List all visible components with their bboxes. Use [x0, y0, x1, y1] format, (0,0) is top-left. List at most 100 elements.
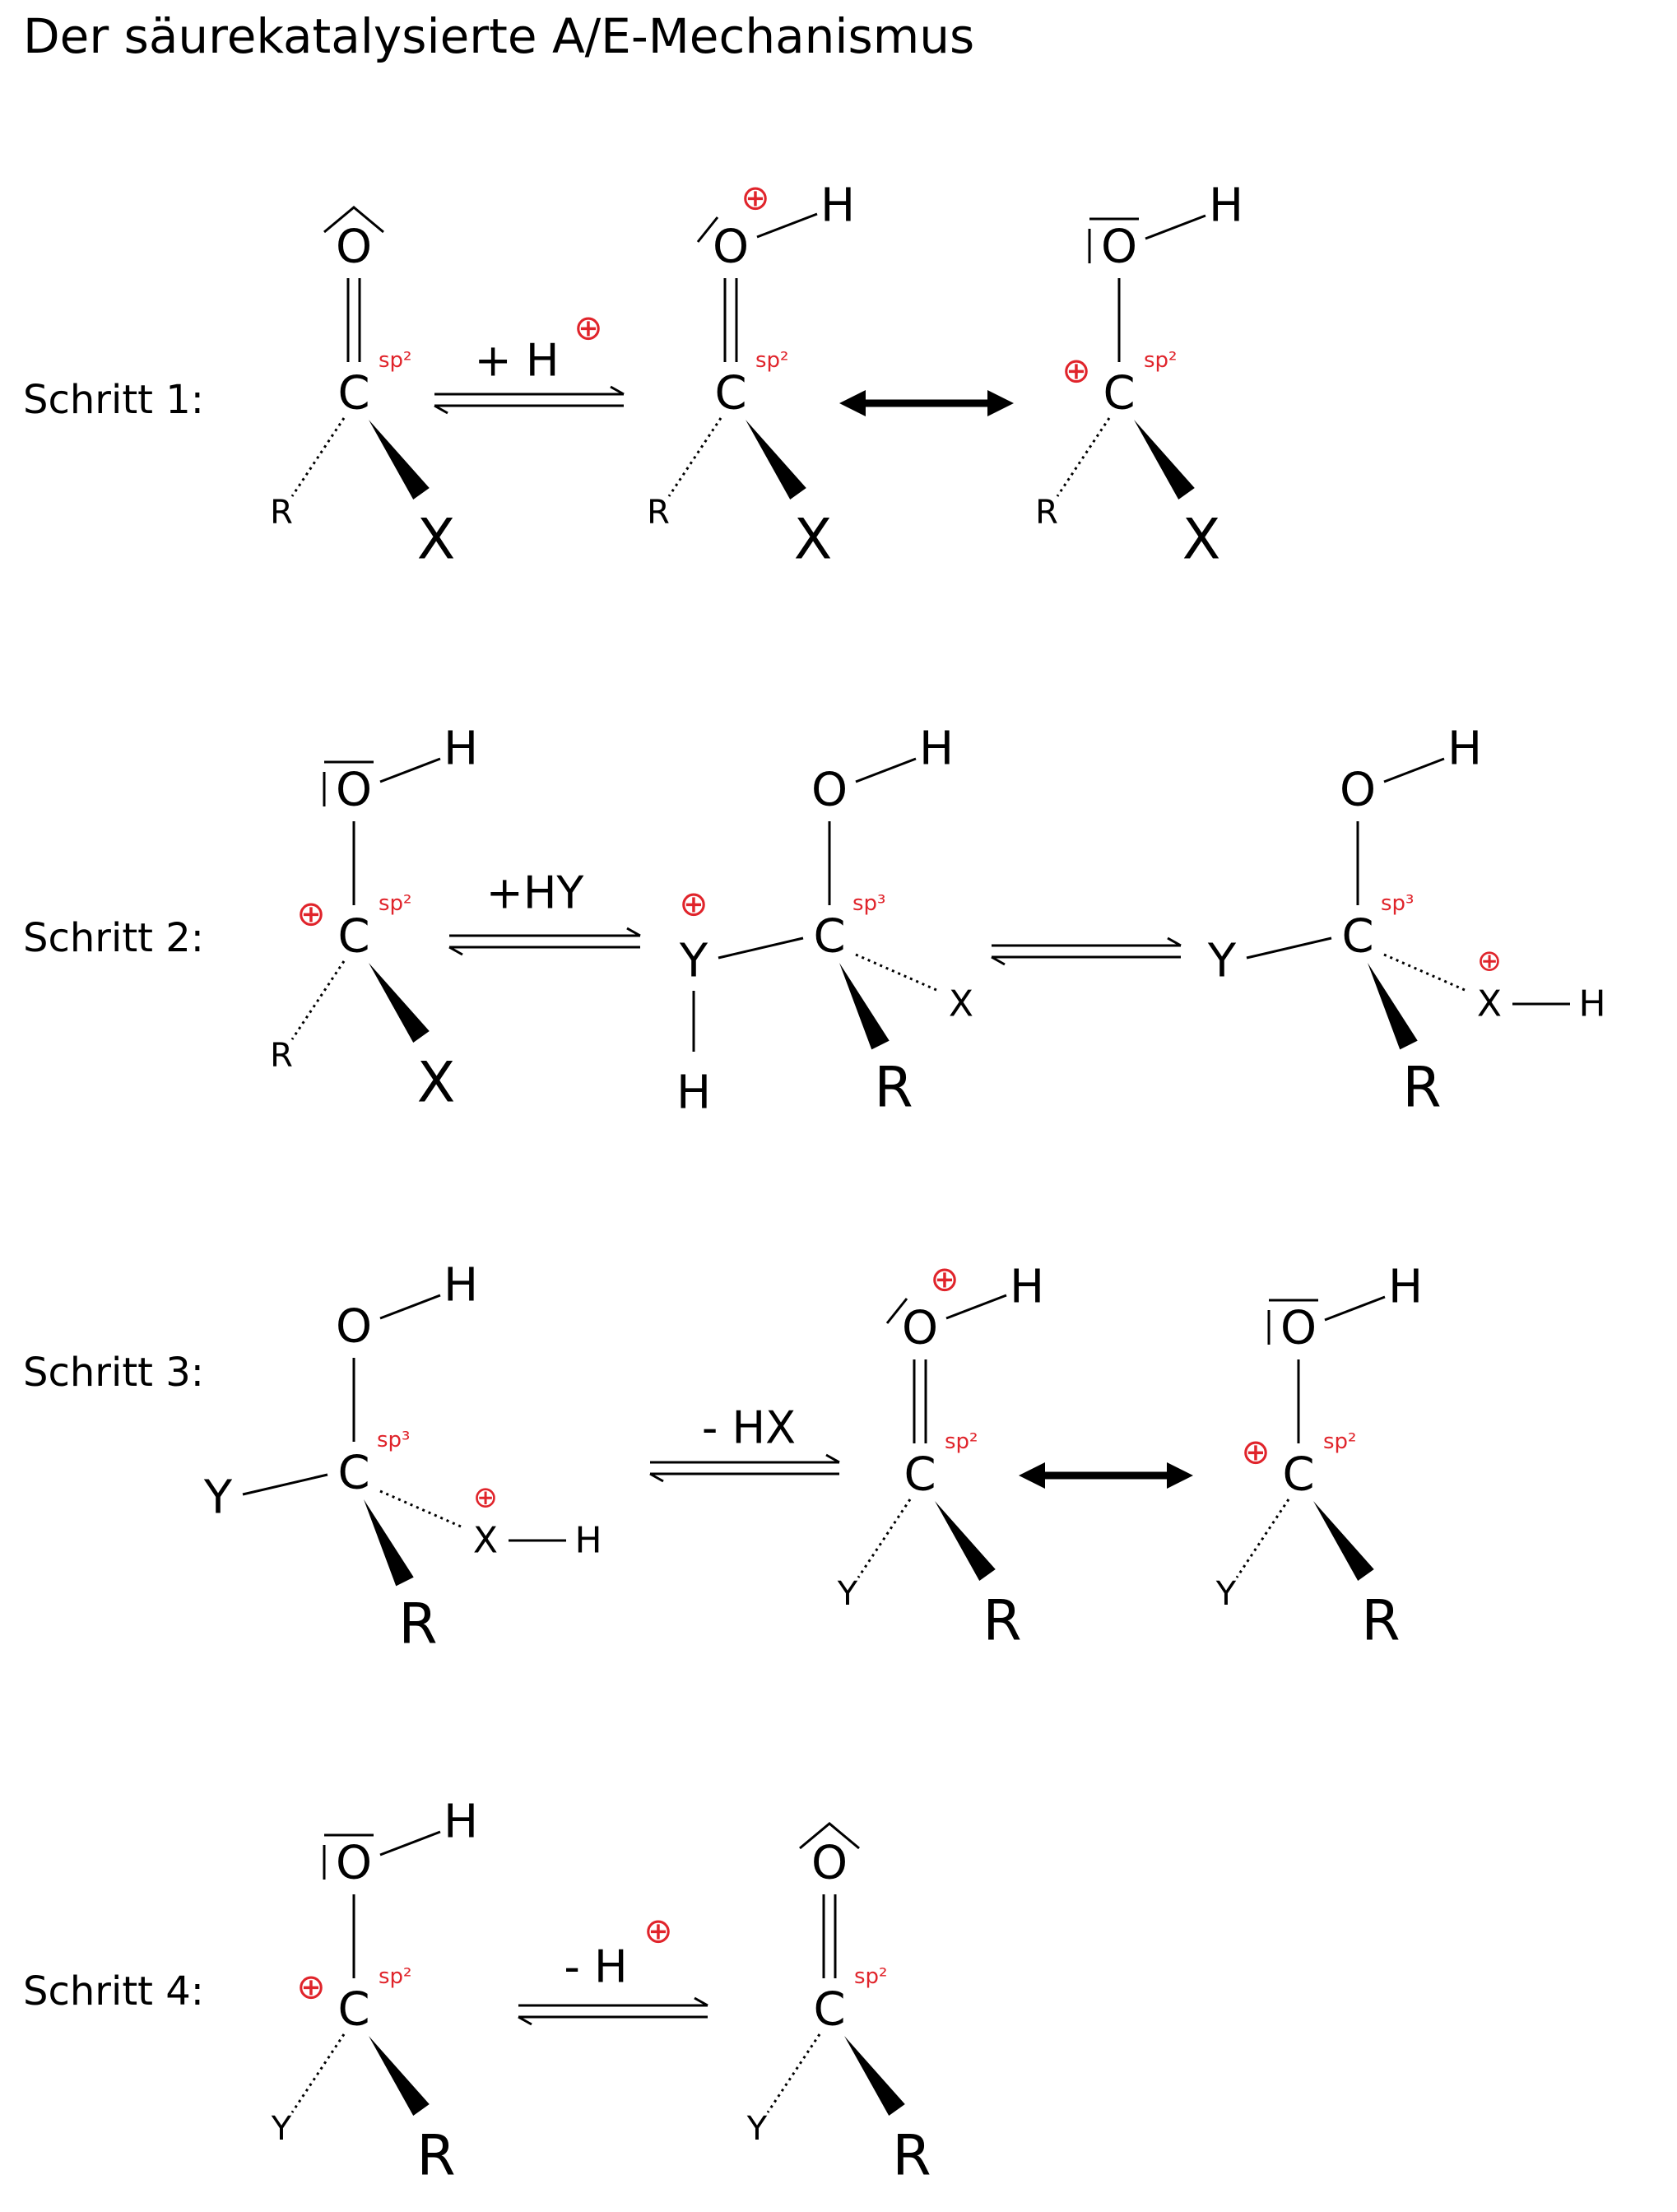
substituent-small: Y — [1215, 1575, 1237, 1613]
hydrogen-atom: H — [444, 723, 478, 776]
positive-charge: ⊕ — [643, 1911, 672, 1951]
single-bond-c-y — [242, 1473, 328, 1496]
single-bond-o-h — [855, 757, 917, 783]
step-label-2: Schritt 2: — [23, 915, 204, 961]
wedge-bond — [839, 963, 890, 1050]
page-title: Der säurekatalysierte A/E-Mechanismus — [23, 8, 975, 64]
carbon-atom: C — [714, 367, 746, 421]
hybridization-label: sp³ — [1381, 891, 1414, 916]
r-substituent: R — [874, 1056, 913, 1121]
substituent-large: X — [417, 508, 456, 573]
x-substituent: X — [1477, 983, 1502, 1025]
carbon-atom: C — [337, 1447, 369, 1500]
substituent-large: X — [1182, 508, 1221, 573]
single-bond-o-h — [1145, 214, 1206, 240]
dashed-bond — [379, 1489, 462, 1528]
substituent-small: Y — [746, 2110, 768, 2148]
dashed-bond — [290, 417, 346, 497]
r-substituent: R — [398, 1592, 437, 1657]
hydrogen-atom: H — [1388, 1261, 1423, 1314]
substituent-large: R — [892, 2124, 931, 2189]
positive-charge: ⊕ — [1061, 351, 1090, 391]
hybridization-label: sp³ — [377, 1428, 410, 1452]
equilibrium-arrow-5-backward-head — [518, 2015, 532, 2026]
wedge-bond — [746, 420, 806, 500]
hydrogen-atom: H — [444, 1259, 478, 1313]
y-substituent: Y — [1207, 935, 1237, 988]
carbon-atom: C — [1341, 910, 1373, 964]
step-label-1: Schritt 1: — [23, 377, 204, 423]
substituent-small: R — [270, 1037, 293, 1075]
single-bond-o-h — [1383, 757, 1445, 783]
hydrogen-atom: H — [676, 1066, 711, 1120]
reagent-label: - H — [564, 1941, 627, 1993]
equilibrium-arrow-3-forward-head — [1167, 936, 1182, 947]
resonance-arrow-head-left — [839, 390, 866, 416]
dashed-bond — [290, 2033, 346, 2113]
substituent-small: Y — [271, 2110, 292, 2148]
positive-charge: ⊕ — [741, 178, 769, 218]
wedge-bond — [1134, 420, 1195, 500]
positive-charge: ⊕ — [930, 1259, 959, 1299]
hybridization-label: sp² — [379, 891, 411, 916]
lone-pair-bar — [885, 1298, 908, 1324]
single-bond-c-y — [718, 936, 804, 960]
single-bond-o-h — [379, 1830, 441, 1856]
wedge-bond — [369, 420, 430, 500]
reagent-label: + H — [474, 335, 559, 387]
positive-charge: ⊕ — [1477, 945, 1502, 978]
substituent-large: R — [1361, 1589, 1400, 1654]
oxygen-atom: O — [811, 764, 848, 817]
hybridization-label: sp³ — [852, 891, 885, 916]
substituent-small: R — [647, 494, 670, 532]
hybridization-label: sp² — [945, 1429, 978, 1454]
hybridization-label: sp² — [854, 1964, 887, 1989]
dashed-bond — [1056, 417, 1111, 497]
equilibrium-arrow-1-forward-head — [610, 385, 625, 396]
single-bond-o-h — [379, 1294, 441, 1320]
substituent-large: X — [417, 1051, 456, 1116]
equilibrium-arrow-2-backward-head — [448, 946, 463, 956]
lone-pair-bar — [696, 216, 719, 243]
wedge-bond — [1313, 1501, 1374, 1581]
wedge-bond — [369, 963, 430, 1043]
oxygen-atom: O — [336, 1837, 372, 1890]
hybridization-label: sp² — [379, 1964, 411, 1989]
single-bond-o-h — [379, 757, 441, 783]
single-bond-o-h — [1324, 1295, 1386, 1322]
dashed-bond — [857, 1499, 912, 1578]
hydrogen-atom: H — [444, 1796, 478, 1849]
carbon-atom: C — [337, 1983, 369, 2037]
positive-charge: ⊕ — [296, 1967, 325, 2007]
resonance-arrow-head-right — [987, 390, 1014, 416]
carbon-atom: C — [813, 910, 845, 964]
reagent-label: +HY — [486, 867, 585, 919]
substituent-small: R — [270, 494, 293, 532]
hydrogen-atom: H — [1578, 983, 1605, 1025]
dashed-bond — [766, 2033, 821, 2113]
dashed-bond — [667, 417, 722, 497]
hydrogen-atom: H — [919, 723, 954, 776]
carbon-atom: C — [337, 910, 369, 964]
carbon-atom: C — [1282, 1448, 1314, 1502]
y-substituent: Y — [203, 1471, 233, 1525]
positive-charge: ⊕ — [1241, 1432, 1270, 1472]
equilibrium-arrow-3-backward-head — [991, 955, 1006, 966]
lone-pair-bar — [323, 206, 384, 234]
hydrogen-atom: H — [1010, 1261, 1044, 1314]
wedge-bond — [364, 1499, 414, 1587]
dashed-bond — [1383, 953, 1466, 992]
oxygen-atom: O — [336, 764, 372, 817]
substituent-large: X — [794, 508, 833, 573]
reagent-label: - HX — [702, 1402, 796, 1454]
substituent-small: R — [1035, 494, 1058, 532]
wedge-bond — [369, 2036, 430, 2116]
substituent-small: Y — [837, 1575, 858, 1613]
oxygen-atom: O — [713, 221, 749, 274]
substituent-large: R — [416, 2124, 455, 2189]
carbon-atom: C — [1103, 367, 1135, 421]
oxygen-atom: O — [1280, 1302, 1317, 1355]
hybridization-label: sp² — [1144, 348, 1177, 373]
hybridization-label: sp² — [755, 348, 788, 373]
